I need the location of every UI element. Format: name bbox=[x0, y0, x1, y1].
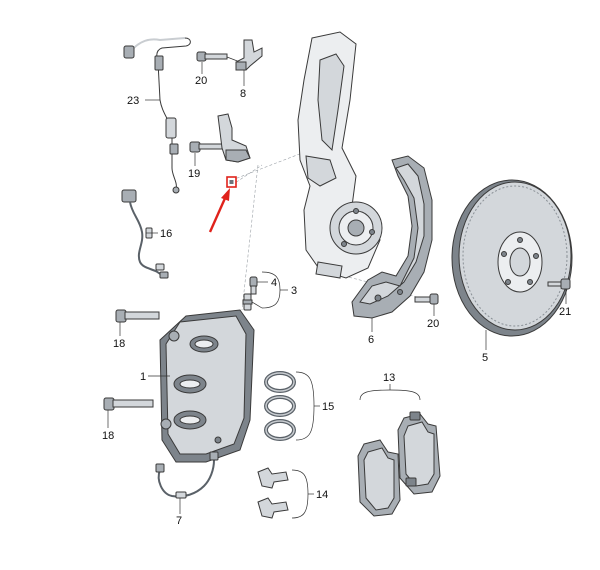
label-18-top: 18 bbox=[113, 338, 125, 350]
part-7-wear-sensor bbox=[155, 451, 219, 499]
label-19: 19 bbox=[188, 168, 200, 180]
part-labels: 23 20 8 19 16 4 3 18 1 18 7 6 20 5 21 15… bbox=[102, 75, 571, 527]
label-20-right: 20 bbox=[427, 318, 439, 330]
part-1-brake-caliper bbox=[159, 309, 255, 463]
label-16: 16 bbox=[160, 228, 172, 240]
label-21: 21 bbox=[559, 306, 571, 318]
label-3: 3 bbox=[291, 285, 297, 297]
leader-lines bbox=[107, 62, 567, 519]
label-6: 6 bbox=[368, 334, 374, 346]
label-23: 23 bbox=[127, 95, 139, 107]
label-14: 14 bbox=[316, 489, 328, 501]
part-18-bolt-top bbox=[115, 309, 160, 323]
part-13-brake-pads bbox=[357, 411, 441, 517]
square-marker bbox=[226, 176, 237, 188]
abs-sensor-bracket bbox=[217, 113, 251, 163]
label-8: 8 bbox=[240, 88, 246, 100]
label-1: 1 bbox=[140, 371, 146, 383]
part-20-bolt-right bbox=[414, 293, 439, 305]
wheel-bearing-housing bbox=[297, 31, 383, 279]
label-18-bottom: 18 bbox=[102, 430, 114, 442]
label-20-top: 20 bbox=[195, 75, 207, 87]
part-4-bleed-cap bbox=[249, 276, 258, 295]
part-14-pad-clips bbox=[257, 467, 289, 519]
part-21-bolt bbox=[547, 278, 571, 290]
part-6-splash-shield bbox=[351, 155, 433, 319]
part-18-bolt-bottom bbox=[103, 397, 154, 411]
part-20-bolt-top bbox=[196, 51, 241, 63]
part-19-bolt bbox=[189, 141, 226, 153]
label-13: 13 bbox=[383, 372, 395, 384]
red-arrow-icon bbox=[208, 188, 230, 233]
part-5-brake-disc bbox=[451, 179, 573, 337]
label-5: 5 bbox=[482, 352, 488, 364]
label-7: 7 bbox=[176, 515, 182, 527]
label-4: 4 bbox=[271, 277, 277, 289]
label-15: 15 bbox=[322, 401, 334, 413]
part-16-sensor-cable bbox=[121, 189, 169, 279]
part-23-brake-hose bbox=[123, 37, 191, 194]
part-15-seal-rings bbox=[264, 371, 296, 441]
part-3-bleed-valve bbox=[242, 293, 253, 311]
part-8-bracket bbox=[235, 39, 263, 71]
